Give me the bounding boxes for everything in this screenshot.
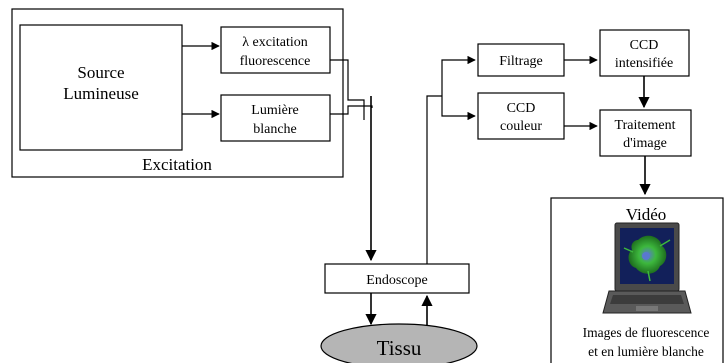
excitation-group: Source Lumineuse λ excitation fluorescen… [11, 8, 344, 178]
tissue-ellipse [320, 323, 478, 363]
image-processing-label-2: d'image [623, 136, 667, 151]
ccd-intensified-label-2: intensifiée [615, 56, 673, 71]
endoscope-box [324, 263, 470, 294]
fluorescence-path [330, 59, 365, 120]
video-caption-line-1: Images de fluorescence [583, 325, 710, 340]
fluorescence-label-2: fluorescence [240, 54, 311, 69]
ccd-color-box [477, 92, 565, 140]
fluorescence-excitation-box [220, 26, 331, 74]
fluorescence-label-1: λ excitation [242, 35, 308, 50]
video-caption-line-2: et en lumière blanche [588, 344, 704, 359]
excitation-frame [11, 8, 344, 178]
laptop-icon [602, 222, 692, 314]
filtrage-box [477, 43, 565, 77]
video-title: Vidéo [626, 205, 667, 224]
white-light-path [330, 105, 373, 115]
endoscope-label: Endoscope [366, 273, 427, 288]
ccd-color-label-1: CCD [507, 101, 536, 116]
image-processing-box [599, 109, 692, 157]
white-light-box [220, 94, 331, 142]
video-panel: Vidéo Images de fluorescence et en lumiè… [550, 197, 724, 363]
filtrage-label: Filtrage [499, 54, 543, 69]
light-source-label-2: Lumineuse [63, 84, 139, 103]
ccd-color-label-2: couleur [500, 119, 542, 134]
white-light-label-2: blanche [253, 122, 297, 137]
tissue-label: Tissu [377, 336, 422, 360]
excitation-title: Excitation [142, 155, 212, 174]
light-source-label-1: Source [77, 63, 124, 82]
light-source-box [19, 24, 183, 151]
ccd-intensified-label-1: CCD [630, 38, 659, 53]
branch-to-filtrage [441, 55, 476, 96]
return-path [426, 95, 442, 264]
branch-to-ccd-color [441, 96, 476, 121]
white-light-label-1: Lumière [251, 103, 298, 118]
ccd-intensified-box [599, 29, 690, 77]
image-processing-label-1: Traitement [615, 118, 676, 133]
